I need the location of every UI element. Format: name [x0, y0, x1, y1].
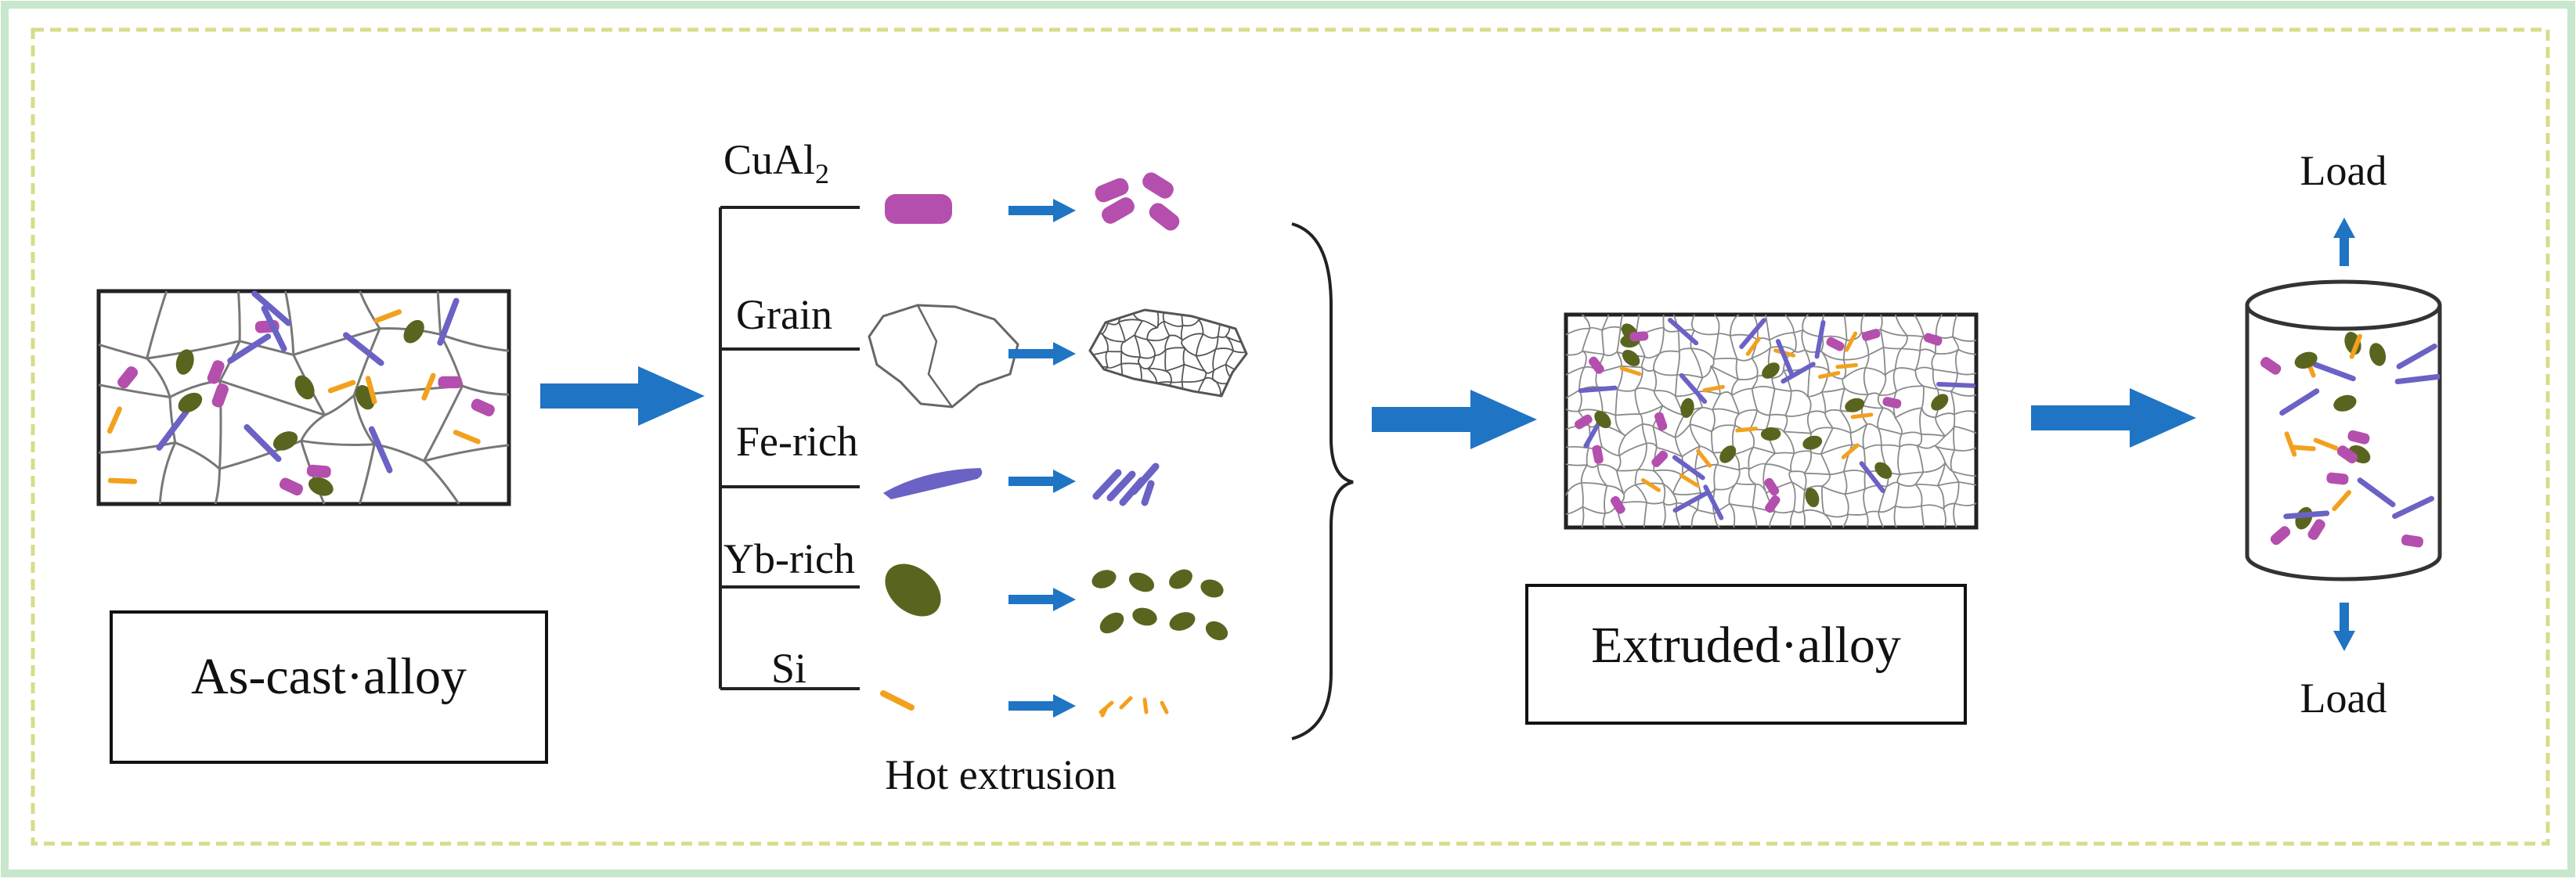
fe-rich-arrow [1008, 470, 1076, 493]
cylinder-specimen [2245, 279, 2442, 581]
hot-extrusion-label: Hot extrusion [885, 751, 1116, 798]
dashed-frame [31, 27, 2550, 846]
phase-label-yb-rich: Yb-rich [723, 535, 855, 582]
yb-rich-after [1091, 569, 1228, 641]
extruded-label-box: Extruded·alloy [1525, 584, 1967, 725]
cual2-after [1095, 172, 1180, 231]
phase-label-cual2: CuAl2 [723, 136, 829, 189]
load-label-bottom: Load [2300, 675, 2387, 722]
cual2-before [885, 194, 952, 224]
grain-arrow [1008, 342, 1076, 365]
cual2-arrow [1008, 199, 1076, 222]
fe-rich-before [883, 468, 983, 499]
process-arrow-2 [1372, 390, 1537, 449]
grain-after [1088, 308, 1248, 398]
grain-before [868, 304, 1019, 409]
as-cast-microstructure [96, 289, 511, 506]
as-cast-label: As-cast·alloy [191, 648, 467, 705]
process-arrow-3 [2031, 388, 2196, 448]
phase-label-si: Si [771, 645, 806, 692]
phase-label-fe-rich: Fe-rich [736, 418, 858, 465]
load-label-top: Load [2300, 147, 2387, 194]
extruded-label: Extruded·alloy [1591, 617, 1901, 674]
si-after [1099, 696, 1169, 718]
curly-brace [1291, 222, 1354, 740]
load-arrow-top [2333, 218, 2355, 266]
process-arrow-1 [540, 366, 705, 426]
yb-rich-before [885, 563, 941, 617]
fe-rich-after [1092, 463, 1160, 506]
extruded-microstructure [1564, 312, 1979, 530]
phase-label-grain: Grain [736, 291, 832, 338]
si-arrow [1008, 694, 1076, 718]
as-cast-label-box: As-cast·alloy [110, 610, 548, 764]
load-arrow-bottom [2333, 603, 2355, 651]
yb-rich-arrow [1008, 588, 1076, 611]
phase-branch-bracket [719, 206, 860, 690]
si-before [880, 690, 915, 711]
